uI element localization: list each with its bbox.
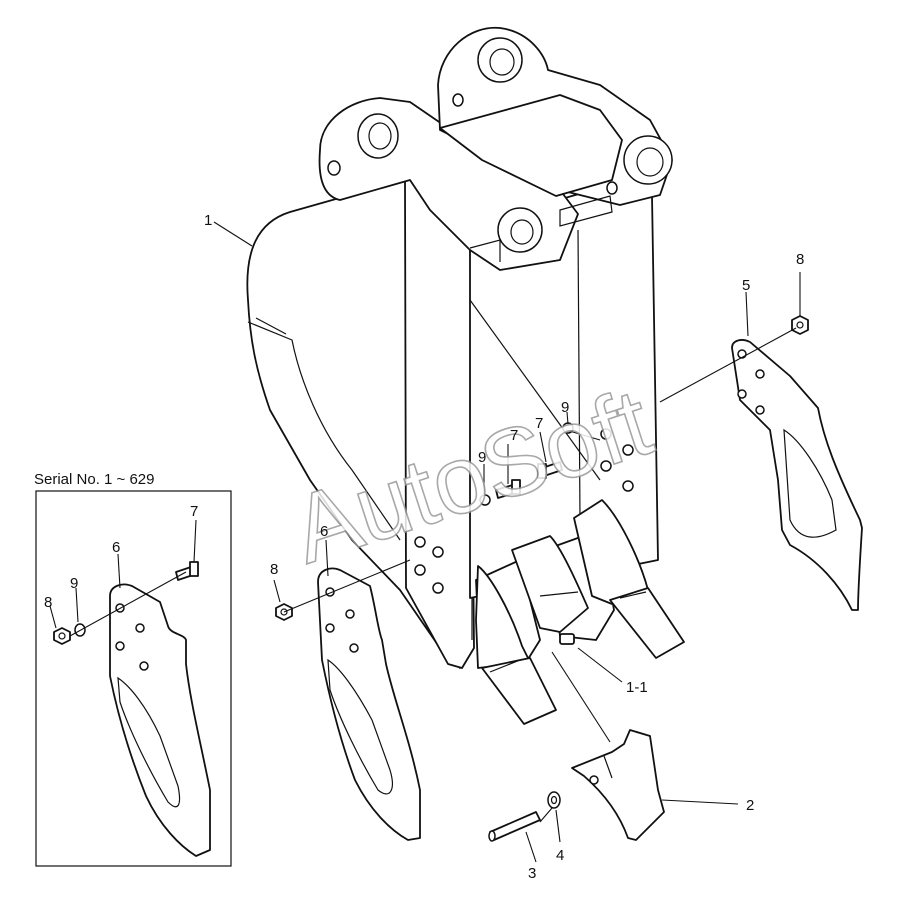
bolt-7-a (495, 479, 521, 499)
callout-6-inset: 6 (112, 539, 120, 556)
washer-9-a (479, 494, 491, 506)
callout-3: 3 (528, 865, 536, 882)
callout-7-b: 7 (535, 415, 543, 432)
bucket-body (246, 26, 673, 669)
callout-7-a: 7 (510, 427, 518, 444)
callout-7-inset: 7 (190, 503, 198, 520)
bolt-7-b (537, 461, 563, 479)
inset-serial-label: Serial No. 1 ~ 629 (34, 471, 155, 488)
bucket-teeth (475, 499, 685, 725)
tooth-2 (571, 729, 665, 841)
inset-box (35, 490, 232, 867)
callout-2: 2 (746, 797, 754, 814)
callout-8-inset: 8 (44, 594, 52, 611)
callout-8-right: 8 (796, 251, 804, 268)
nut-8-right (791, 315, 809, 335)
leader-lines (213, 221, 801, 863)
callout-9-a: 9 (478, 449, 486, 466)
side-cutter-6 (317, 567, 421, 841)
callout-8-middle: 8 (270, 561, 278, 578)
callout-9-inset: 9 (70, 575, 78, 592)
callout-4: 4 (556, 847, 564, 864)
callout-5: 5 (742, 277, 750, 294)
side-cutter-5 (731, 339, 863, 611)
callout-1: 1 (204, 212, 212, 229)
callout-6: 6 (320, 523, 328, 540)
callout-9-b: 9 (561, 399, 569, 416)
callout-1-1: 1-1 (626, 679, 648, 696)
washer-4 (547, 791, 561, 809)
pin-3 (488, 811, 541, 842)
